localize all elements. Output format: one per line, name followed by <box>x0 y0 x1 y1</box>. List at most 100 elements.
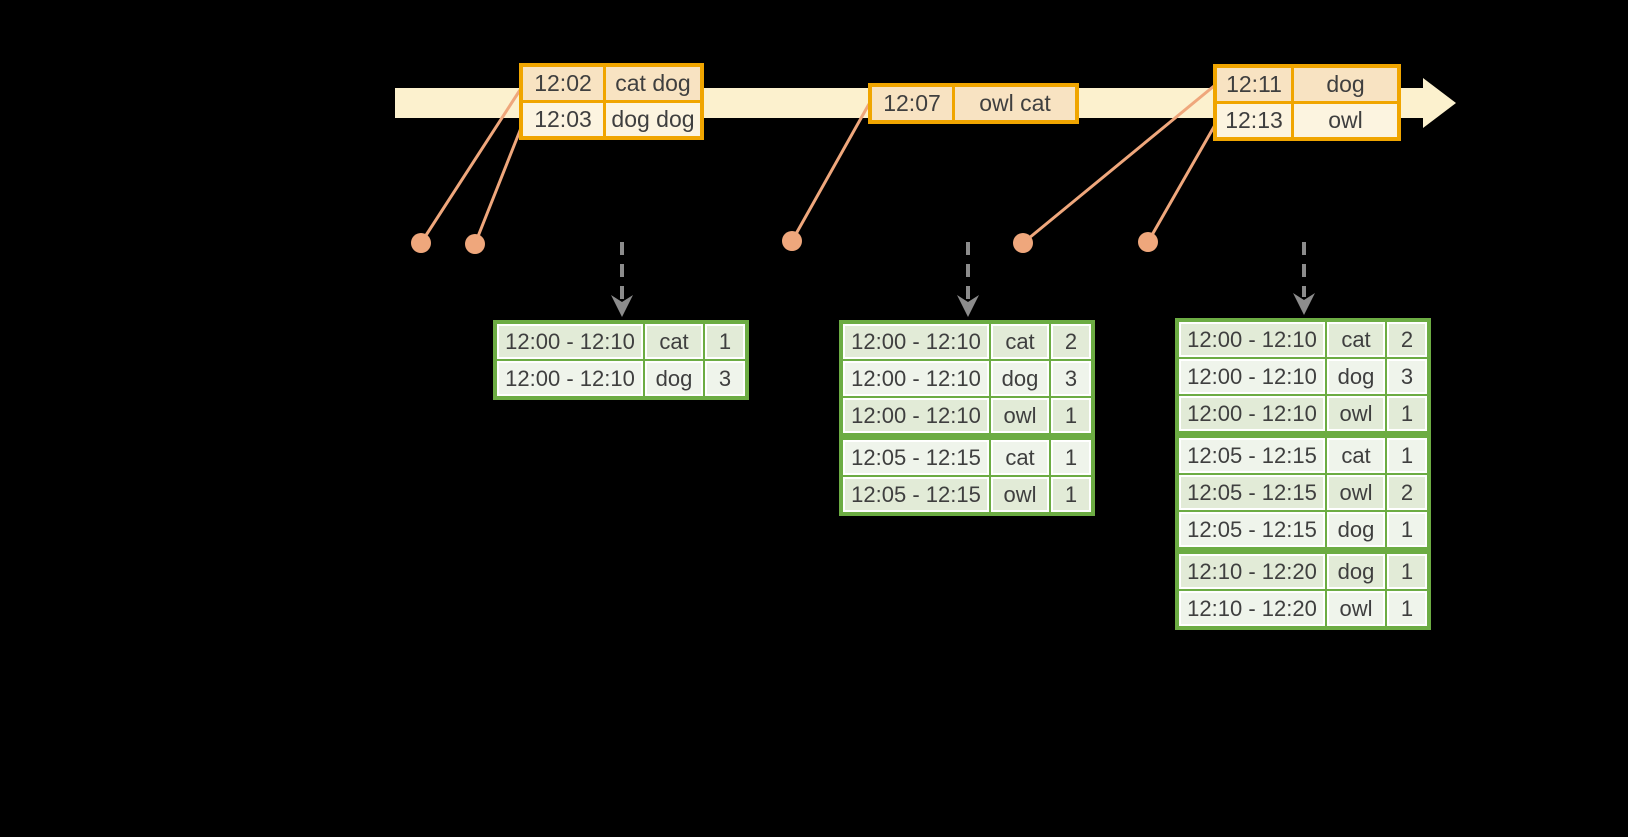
event-dots <box>411 231 1158 254</box>
window-group-divider-cell <box>1179 549 1427 552</box>
event-dot-1213 <box>1138 232 1158 252</box>
result-window-cell: 12:05 - 12:15 <box>843 477 989 512</box>
event-words-cell: dog <box>1294 68 1397 101</box>
event-connector-lines <box>419 84 1217 245</box>
event-words-cell: cat dog <box>606 67 700 100</box>
result-count-cell: 2 <box>1387 475 1427 510</box>
result-window-cell: 12:00 - 12:10 <box>497 361 643 396</box>
result-word-cell: cat <box>1327 438 1385 473</box>
result-window-cell: 12:00 - 12:10 <box>1179 322 1325 357</box>
window-group-divider-cell <box>843 435 1091 438</box>
trigger-arrowhead-icon-2 <box>957 295 979 317</box>
result-count-cell: 1 <box>1051 477 1091 512</box>
result-word-cell: owl <box>1327 396 1385 431</box>
result-window-cell: 12:05 - 12:15 <box>1179 512 1325 547</box>
event-time-cell: 12:02 <box>523 67 603 100</box>
result-count-cell: 2 <box>1051 324 1091 359</box>
window-group-divider <box>1179 549 1427 552</box>
result-window-cell: 12:00 - 12:10 <box>843 324 989 359</box>
result-word-cell: cat <box>991 440 1049 475</box>
timeline-arrowhead-icon <box>1423 78 1456 128</box>
trigger-arrows <box>611 242 1315 317</box>
connector-line-1203 <box>473 127 523 245</box>
result-word-cell: cat <box>1327 322 1385 357</box>
result-word-cell: owl <box>991 398 1049 433</box>
result-word-cell: dog <box>1327 554 1385 589</box>
result-word-cell: owl <box>1327 591 1385 626</box>
trigger-arrowhead-icon-3 <box>1293 293 1315 315</box>
event-words-cell: dog dog <box>606 103 700 136</box>
result-word-cell: dog <box>1327 512 1385 547</box>
result-window-cell: 12:10 - 12:20 <box>1179 554 1325 589</box>
result-word-cell: owl <box>991 477 1049 512</box>
result-word-cell: dog <box>645 361 703 396</box>
result-count-cell: 2 <box>1387 322 1427 357</box>
event-dot-1202 <box>411 233 431 253</box>
result-count-cell: 3 <box>1387 359 1427 394</box>
result-word-cell: dog <box>1327 359 1385 394</box>
result-window-cell: 12:05 - 12:15 <box>1179 475 1325 510</box>
result-word-cell: dog <box>991 361 1049 396</box>
result-count-cell: 1 <box>1387 396 1427 431</box>
event-time-cell: 12:03 <box>523 103 603 136</box>
result-count-cell: 3 <box>705 361 745 396</box>
result-count-cell: 1 <box>1387 554 1427 589</box>
result-window-cell: 12:05 - 12:15 <box>1179 438 1325 473</box>
result-window-cell: 12:00 - 12:10 <box>1179 359 1325 394</box>
result-word-cell: cat <box>991 324 1049 359</box>
result-window-cell: 12:10 - 12:20 <box>1179 591 1325 626</box>
result-count-cell: 1 <box>1387 512 1427 547</box>
event-time-cell: 12:13 <box>1217 104 1291 137</box>
window-group-divider-cell <box>1179 433 1427 436</box>
result-window-cell: 12:00 - 12:10 <box>497 324 643 359</box>
result-word-cell: cat <box>645 324 703 359</box>
result-window-cell: 12:00 - 12:10 <box>843 361 989 396</box>
event-time-cell: 12:11 <box>1217 68 1291 101</box>
event-words-cell: owl <box>1294 104 1397 137</box>
event-dot-1211 <box>1013 233 1033 253</box>
connector-line-1202 <box>419 89 522 244</box>
window-group-divider <box>843 435 1091 438</box>
connector-line-1213 <box>1146 124 1217 243</box>
result-window-cell: 12:00 - 12:10 <box>1179 396 1325 431</box>
event-dot-1203 <box>465 234 485 254</box>
connector-line-1207 <box>790 103 871 242</box>
result-count-cell: 1 <box>1051 440 1091 475</box>
result-window-cell: 12:05 - 12:15 <box>843 440 989 475</box>
connector-line-1211 <box>1022 84 1215 245</box>
result-count-cell: 1 <box>1051 398 1091 433</box>
result-count-cell: 1 <box>1387 591 1427 626</box>
result-count-cell: 3 <box>1051 361 1091 396</box>
result-word-cell: owl <box>1327 475 1385 510</box>
event-dot-1207 <box>782 231 802 251</box>
result-count-cell: 1 <box>705 324 745 359</box>
event-words-cell: owl cat <box>955 87 1075 120</box>
result-count-cell: 1 <box>1387 438 1427 473</box>
